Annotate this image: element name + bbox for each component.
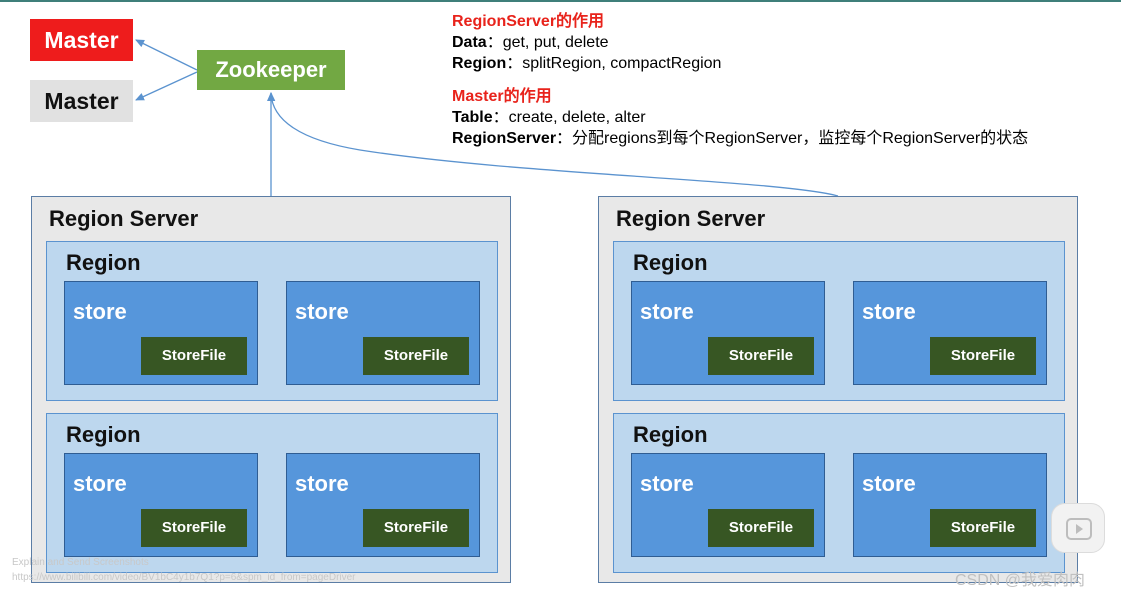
region-1-2: Region store StoreFile store StoreFile [46, 413, 498, 573]
video-url-text: https://www.bilibili.com/video/BV1bC4y1b… [12, 572, 356, 583]
rs-region-value: ：splitRegion, compactRegion [506, 55, 722, 72]
role-notes: RegionServer的作用 Data：get, put, delete Re… [452, 11, 1028, 149]
store-box: store StoreFile [853, 453, 1047, 557]
region-1-1: Region store StoreFile store StoreFile [46, 241, 498, 401]
storefile-box: StoreFile [363, 509, 469, 547]
zk-to-master1-arrow [135, 39, 198, 71]
master-backup: Master [30, 80, 133, 122]
csdn-watermark: CSDN @我爱肉肉 [955, 572, 1086, 589]
master-role-heading: Master的作用 [452, 88, 552, 105]
region-server-2: Region Server Region store StoreFile sto… [598, 196, 1078, 583]
master-table-value: ：create, delete, alter [492, 109, 646, 126]
rs-data-key: Data [452, 34, 487, 51]
master-rs-key: RegionServer [452, 130, 557, 147]
rs-data-line: Data：get, put, delete [452, 32, 1028, 53]
store-label: store [862, 471, 916, 496]
region-server-title: Region Server [49, 206, 199, 231]
store-box: store StoreFile [286, 281, 480, 385]
region-title: Region [633, 422, 708, 447]
store-label: store [640, 299, 694, 324]
region-title: Region [66, 422, 141, 447]
store-box: store StoreFile [286, 453, 480, 557]
rs2-to-zk-arrow [267, 92, 839, 197]
storefile-box: StoreFile [930, 509, 1036, 547]
store-label: store [295, 299, 349, 324]
rs-region-key: Region [452, 55, 507, 72]
rs-data-value: ：get, put, delete [486, 34, 609, 51]
play-icon [1066, 518, 1092, 540]
storefile-box: StoreFile [141, 337, 247, 375]
store-label: store [640, 471, 694, 496]
master-table-line: Table：create, delete, alter [452, 107, 1028, 128]
top-border-line [0, 0, 1121, 2]
region-2-1: Region store StoreFile store StoreFile [613, 241, 1065, 401]
storefile-box: StoreFile [708, 337, 814, 375]
store-label: store [295, 471, 349, 496]
storefile-box: StoreFile [363, 337, 469, 375]
master-rs-value: ：分配regions到每个RegionServer，监控每个RegionServ… [556, 130, 1029, 147]
master-rs-line: RegionServer：分配regions到每个RegionServer，监控… [452, 128, 1028, 149]
store-label: store [73, 471, 127, 496]
region-server-1: Region Server Region store StoreFile sto… [31, 196, 511, 583]
master-table-key: Table [452, 109, 493, 126]
zookeeper-node: Zookeeper [197, 50, 345, 90]
storefile-box: StoreFile [141, 509, 247, 547]
region-title: Region [66, 250, 141, 275]
store-box: store StoreFile [64, 281, 258, 385]
master-primary: Master [30, 19, 133, 61]
store-box: store StoreFile [853, 281, 1047, 385]
storefile-box: StoreFile [930, 337, 1036, 375]
screenshot-hint-text: Explain and Send Screenshots [12, 557, 149, 568]
region-2-2: Region store StoreFile store StoreFile [613, 413, 1065, 573]
storefile-box: StoreFile [708, 509, 814, 547]
store-box: store StoreFile [631, 453, 825, 557]
store-label: store [862, 299, 916, 324]
store-label: store [73, 299, 127, 324]
region-server-title: Region Server [616, 206, 766, 231]
store-box: store StoreFile [631, 281, 825, 385]
play-button[interactable] [1051, 503, 1105, 553]
region-title: Region [633, 250, 708, 275]
store-box: store StoreFile [64, 453, 258, 557]
zk-to-master2-arrow [135, 71, 198, 101]
rs-region-line: Region：splitRegion, compactRegion [452, 53, 1028, 74]
regionserver-role-heading: RegionServer的作用 [452, 13, 605, 30]
